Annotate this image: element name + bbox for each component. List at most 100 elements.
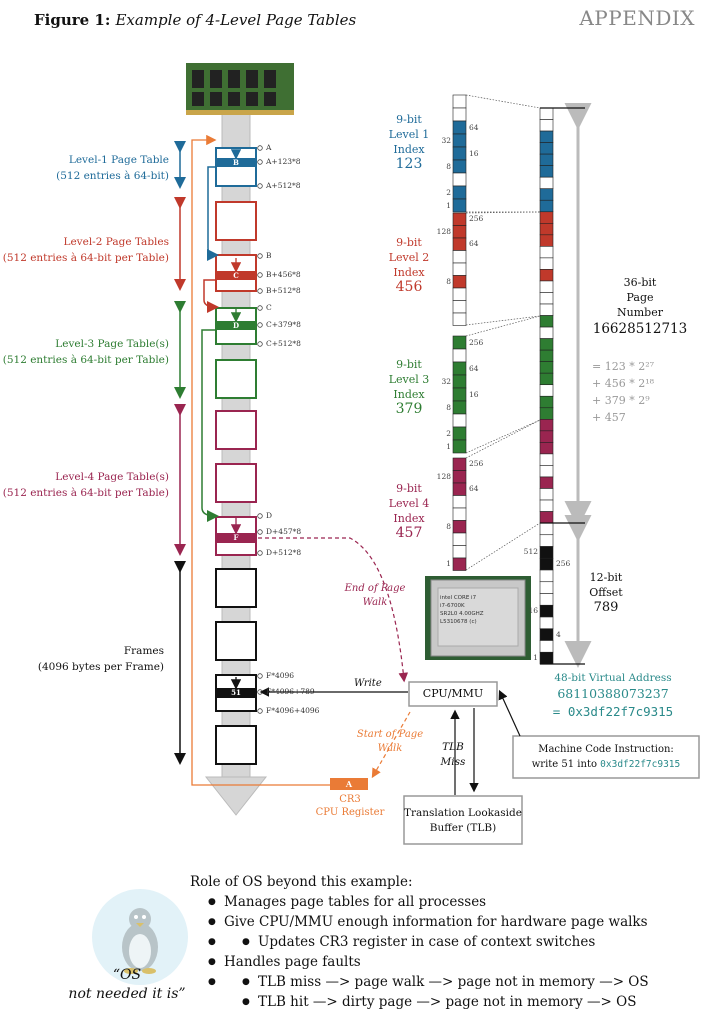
bit-weight-label: 512 xyxy=(523,547,538,557)
os-subitem-tlb-hit: TLB hit —> dirty page —> page not in mem… xyxy=(242,992,700,1012)
chip-text-1: intel CORE i7 xyxy=(440,595,477,601)
end-of-walk-label: End of Page Walk xyxy=(340,582,410,610)
frames-label-detail: (4096 bytes per Frame) xyxy=(37,661,164,673)
level3-index-bit xyxy=(452,413,467,428)
level3-tables-label: Level-3 Page Table(s) (512 entries à 64-… xyxy=(0,336,169,368)
page-number-level2-bit xyxy=(539,211,554,224)
page-number-level4-bit xyxy=(539,499,554,512)
level1-entry xyxy=(216,158,256,167)
instruction-address: 0x3df22f7c9315 xyxy=(600,759,681,770)
page-number-level3-bit xyxy=(539,361,554,374)
ptr-b-idx: B+456*8 xyxy=(266,270,301,279)
page-number-level3-bit xyxy=(539,407,554,420)
frame-1 xyxy=(215,568,257,608)
level2-table-a xyxy=(215,201,257,241)
offset-bit xyxy=(539,546,554,559)
offset-bit xyxy=(539,581,554,594)
ptr-c: C xyxy=(266,303,272,312)
tlb-miss-label: TLB Miss xyxy=(438,740,468,770)
frame-2 xyxy=(215,621,257,661)
offset-bit xyxy=(539,522,554,536)
ptr-a-end: A+512*8 xyxy=(266,181,301,190)
appendix-heading: APPENDIX xyxy=(579,6,695,30)
level2-index-name: Level 2 xyxy=(388,251,430,264)
instruction-box xyxy=(512,735,700,779)
level4-tables-label: Level-4 Page Table(s) (512 entries à 64-… xyxy=(0,469,169,501)
level3-label-detail: (512 entries à 64-bit per Table) xyxy=(2,354,169,366)
start-of-walk-label: Start of Page Walk xyxy=(352,728,428,756)
page-number-level4-bit xyxy=(539,419,554,432)
page-number-level1-bit xyxy=(539,119,554,132)
offset-bit xyxy=(539,640,554,653)
connector-line xyxy=(465,315,541,326)
bit-weight-label: 1 xyxy=(446,200,451,210)
virtual-address: 48-bit Virtual Address 68110388073237 = … xyxy=(538,672,688,719)
instruction-line2: write 51 into xyxy=(531,759,597,770)
start-of-walk-line1: Start of Page xyxy=(356,729,424,740)
ptr-f: F*4096 xyxy=(266,671,295,680)
bit-weight-label: 64 xyxy=(469,363,479,373)
level3-label-title: Level-3 Page Table(s) xyxy=(55,338,169,350)
offset-bit xyxy=(539,616,554,630)
bit-weight-label: 128 xyxy=(436,226,451,236)
tlb-line2: Buffer (TLB) xyxy=(429,822,497,834)
level4-table-a xyxy=(215,410,257,450)
level1-index-bit xyxy=(452,107,467,122)
tlb-miss-line1: TLB xyxy=(442,741,464,753)
cr3-label-line2: CPU Register xyxy=(315,807,385,818)
level4-index-name: Level 4 xyxy=(388,497,430,510)
write-label: Write xyxy=(354,678,382,689)
page-number-level4-bit xyxy=(539,476,554,489)
figure-title: Example of 4-Level Page Tables xyxy=(115,11,357,29)
level1-table-label: Level-1 Page Table (512 entries à 64-bit… xyxy=(0,152,169,184)
level2-index-bit xyxy=(452,287,467,301)
tlb-box xyxy=(403,795,523,845)
bit-weight-label: 8 xyxy=(446,276,451,286)
level1-label-detail: (512 entries à 64-bit) xyxy=(56,170,169,182)
box-label-f: F xyxy=(233,533,239,542)
page-number-word: Number xyxy=(617,306,663,319)
instruction-label: Machine Code Instruction: write 51 into … xyxy=(513,742,699,772)
frame-entry xyxy=(216,688,256,698)
level1-index-bit xyxy=(452,146,467,161)
chip-text-4: L5310678 (c) xyxy=(440,619,477,625)
level1-label-title: Level-1 Page Table xyxy=(68,154,169,166)
level2-index-label: 9-bit Level 2 Index 456 xyxy=(383,235,435,295)
level3-index-name: Level 3 xyxy=(388,373,430,386)
bit-weight-label: 8 xyxy=(446,402,451,412)
level3-index-bit xyxy=(452,348,467,363)
page-number-level1-bit xyxy=(539,153,554,166)
page-number-level3-bit xyxy=(539,315,554,328)
offset-bit xyxy=(539,569,554,583)
page-number-level2-bit xyxy=(539,234,554,247)
pointer-dots xyxy=(257,145,263,714)
level2-index-bit xyxy=(452,237,467,251)
level3-index-bit xyxy=(452,439,467,454)
ptr-a: A xyxy=(266,143,272,152)
level3-index-bit xyxy=(452,335,467,350)
cr3-register-box xyxy=(330,778,368,790)
connector-line xyxy=(465,211,541,214)
page-number-level2-bit xyxy=(539,280,554,293)
ptr-c-end: C+512*8 xyxy=(266,339,301,348)
level2-index-bit xyxy=(452,275,467,289)
page-number-level3-bit xyxy=(539,326,554,339)
formula-line-4: + 457 xyxy=(592,411,626,424)
ptr-c-idx: C+379*8 xyxy=(266,320,301,329)
level3-index-bit xyxy=(452,400,467,415)
level2-index-bit xyxy=(452,225,467,239)
level2-index-bit xyxy=(452,212,467,226)
page-number-level3-bit xyxy=(539,338,554,351)
offset-bits: 12-bit xyxy=(589,571,623,584)
offset-bit xyxy=(539,534,554,547)
instruction-line1: Machine Code Instruction: xyxy=(538,744,674,755)
bit-weight-label: 64 xyxy=(469,122,479,132)
os-quote: “OS not needed it is” xyxy=(62,966,192,1004)
connector-line xyxy=(465,315,541,337)
ptr-f-idx: F*4096+789 xyxy=(266,687,315,696)
level4-label-detail: (512 entries à 64-bit per Table) xyxy=(2,487,169,499)
level2-entry xyxy=(216,271,256,280)
tlb-miss-line2: Miss xyxy=(440,756,466,768)
cpu-mmu-label: CPU/MMU xyxy=(422,687,484,700)
frames-label-title: Frames xyxy=(123,645,164,657)
